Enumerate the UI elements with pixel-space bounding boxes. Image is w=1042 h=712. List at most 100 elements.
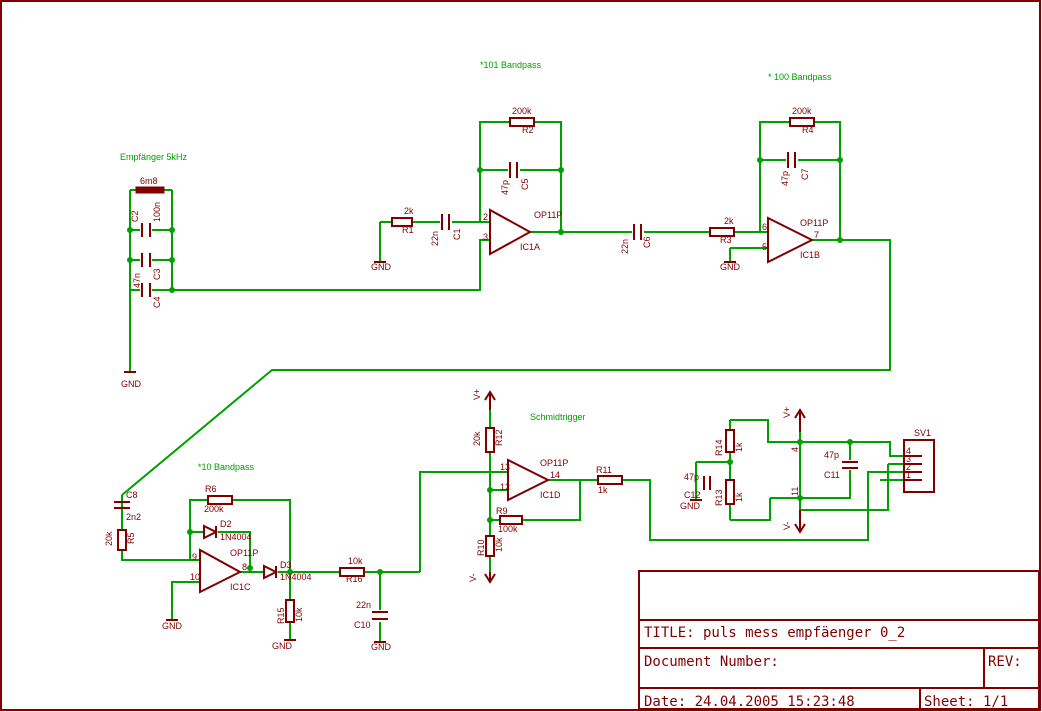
svg-text:1k: 1k	[598, 485, 608, 495]
svg-text:R16: R16	[346, 574, 363, 584]
svg-text:R4: R4	[802, 125, 814, 135]
svg-text:D3: D3	[280, 560, 292, 570]
svg-text:100k: 100k	[498, 524, 518, 534]
svg-text:C4: C4	[152, 296, 162, 308]
sheet-text: Sheet: 1/1	[924, 694, 1008, 710]
svg-text:2k: 2k	[724, 216, 734, 226]
note-receiver: Empfänger 5kHz	[120, 152, 188, 162]
svg-text:20k: 20k	[104, 531, 114, 546]
document-number-label: Document Number:	[644, 654, 779, 670]
svg-text:OP11P: OP11P	[534, 210, 562, 220]
svg-text:GND: GND	[162, 621, 183, 631]
svg-text:6: 6	[762, 222, 767, 232]
svg-text:V+: V+	[472, 389, 482, 400]
svg-text:R15: R15	[276, 607, 286, 624]
svg-text:R11: R11	[596, 465, 612, 475]
note-bandpass-101: *101 Bandpass	[480, 60, 542, 70]
svg-text:V+: V+	[782, 407, 792, 418]
svg-text:C12: C12	[684, 490, 701, 500]
svg-text:7: 7	[814, 230, 819, 240]
svg-text:5: 5	[762, 242, 767, 252]
inductor-l1	[135, 186, 165, 194]
svg-text:SV1: SV1	[914, 428, 931, 438]
note-bandpass-100: * 100 Bandpass	[768, 72, 832, 82]
svg-text:2k: 2k	[404, 206, 414, 216]
svg-text:20k: 20k	[472, 431, 482, 446]
svg-text:22n: 22n	[620, 239, 630, 254]
revision-label: REV:	[988, 654, 1022, 670]
svg-text:47p: 47p	[824, 450, 839, 460]
svg-text:1k: 1k	[734, 492, 744, 502]
svg-text:R3: R3	[720, 235, 732, 245]
svg-text:V-: V-	[782, 521, 792, 530]
junctions	[127, 157, 853, 575]
title-block: TITLE: puls mess empfäenger 0_2 Document…	[638, 570, 1040, 710]
svg-text:47n: 47n	[132, 273, 142, 288]
svg-text:11: 11	[790, 487, 800, 496]
svg-text:GND: GND	[371, 262, 392, 272]
svg-text:C5: C5	[520, 178, 530, 190]
svg-text:14: 14	[550, 470, 560, 480]
svg-text:3: 3	[906, 454, 911, 464]
svg-text:2: 2	[483, 212, 488, 222]
svg-text:22n: 22n	[430, 231, 440, 246]
section-notes: *101 Bandpass * 100 Bandpass Empfänger 5…	[120, 60, 832, 472]
svg-text:OP11P: OP11P	[540, 458, 568, 468]
svg-text:C10: C10	[354, 620, 371, 630]
svg-text:10k: 10k	[294, 607, 304, 622]
svg-text:C7: C7	[800, 168, 810, 180]
note-bandpass-10: *10 Bandpass	[198, 462, 255, 472]
svg-text:47p: 47p	[500, 180, 510, 195]
svg-text:GND: GND	[680, 501, 701, 511]
svg-text:IC1A: IC1A	[520, 242, 540, 252]
label-l1: 6m8	[140, 176, 158, 186]
svg-text:C2: C2	[130, 210, 140, 222]
svg-text:GND: GND	[720, 262, 741, 272]
svg-text:D2: D2	[220, 519, 232, 529]
svg-text:1N4004: 1N4004	[280, 572, 312, 582]
component-labels: 6m8 C2 100n C3 47n C4 GND 2k R1 22n C1 G…	[104, 106, 931, 652]
svg-text:R1: R1	[402, 225, 414, 235]
svg-text:22n: 22n	[356, 600, 371, 610]
svg-text:R6: R6	[205, 484, 217, 494]
svg-text:8: 8	[242, 562, 247, 572]
svg-text:2n2: 2n2	[126, 512, 141, 522]
svg-text:V-: V-	[468, 573, 478, 582]
svg-text:200k: 200k	[512, 106, 532, 116]
svg-text:C11: C11	[824, 470, 840, 480]
svg-text:10: 10	[190, 572, 200, 582]
svg-text:GND: GND	[121, 379, 142, 389]
svg-text:10k: 10k	[494, 537, 504, 552]
svg-text:OP11P: OP11P	[800, 218, 828, 228]
wires	[121, 121, 904, 642]
svg-text:1k: 1k	[734, 442, 744, 452]
svg-text:47p: 47p	[780, 171, 790, 186]
svg-text:200k: 200k	[792, 106, 812, 116]
svg-text:C6: C6	[642, 236, 652, 248]
svg-text:100n: 100n	[152, 202, 162, 222]
components	[114, 117, 935, 643]
title-text: TITLE: puls mess empfäenger 0_2	[644, 625, 905, 641]
svg-text:3: 3	[483, 232, 488, 242]
svg-text:2: 2	[906, 462, 911, 472]
svg-text:C1: C1	[452, 228, 462, 240]
svg-text:4: 4	[906, 446, 911, 456]
svg-text:4: 4	[790, 447, 800, 452]
svg-text:OP11P: OP11P	[230, 548, 258, 558]
svg-text:47p: 47p	[684, 472, 699, 482]
connector-sv1	[903, 439, 935, 493]
svg-text:R13: R13	[714, 489, 724, 506]
svg-text:R14: R14	[714, 439, 724, 456]
svg-text:C8: C8	[126, 490, 138, 500]
svg-text:13: 13	[500, 462, 510, 472]
svg-text:C3: C3	[152, 268, 162, 280]
svg-text:IC1D: IC1D	[540, 490, 561, 500]
note-schmitt-trigger: Schmidtrigger	[530, 412, 586, 422]
svg-text:R5: R5	[126, 532, 136, 544]
svg-text:R9: R9	[496, 506, 508, 516]
svg-text:IC1C: IC1C	[230, 582, 251, 592]
svg-text:IC1B: IC1B	[800, 250, 820, 260]
svg-text:9: 9	[192, 552, 197, 562]
